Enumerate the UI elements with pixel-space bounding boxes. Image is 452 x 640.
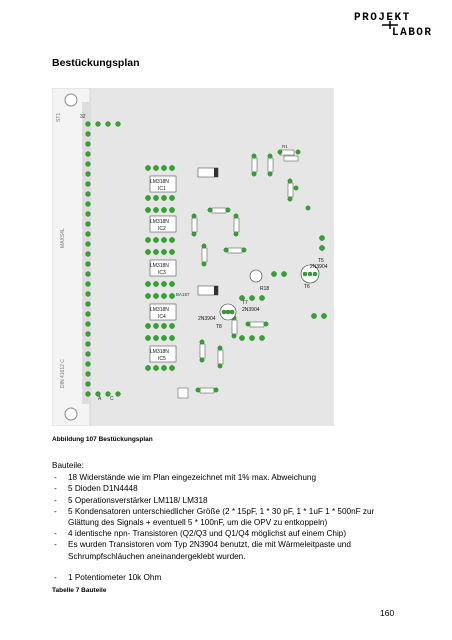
list-item: 5 Kondensatoren unterschiedlicher Größe … [52, 506, 404, 528]
list-item: 5 Operationsverstärker LM118/ LM318 [52, 495, 404, 506]
pcb-r1: R1 [282, 144, 288, 149]
list-item: Es wurden Transistoren vom Typ 2N3904 be… [52, 539, 404, 561]
pcb-t5-type: 2N3904 [310, 264, 328, 270]
pcb-ic5-type: LM318N [150, 349, 169, 355]
pcb-ic2-id: IC2 [158, 226, 166, 232]
pcb-r18: R18 [260, 286, 269, 292]
page-number: 160 [380, 608, 395, 618]
project-labor-logo: PROJEKT LABOR [354, 12, 433, 38]
parts-list: Bauteile: 18 Widerstände wie im Plan ein… [52, 460, 404, 583]
table-caption: Tabelle 7 Bauteile [52, 587, 107, 594]
pcb-t8-type: 2N3904 [198, 316, 216, 322]
pcb-pin32: 32 [80, 114, 86, 120]
pcb-ic5-id: IC5 [158, 356, 166, 362]
pcb-ic4-type: LM318N [150, 307, 169, 313]
pcb-a: A [98, 396, 102, 402]
pcb-t6: T6 [304, 284, 310, 290]
parts-items: 18 Widerstände wie im Plan eingezeichnet… [52, 472, 404, 583]
figure-caption: Abbildung 107 Bestückungsplan [52, 436, 153, 443]
pcb-ic2-type: LM318N [150, 219, 169, 225]
pcb-t7-type: 2N3904 [242, 307, 260, 313]
pcb-t8: T8 [216, 324, 222, 330]
pcb-c: C [110, 396, 114, 402]
pcb-placement-diagram: ST1 32 MAXS4L DIN 41612 C A C LM318N IC1… [52, 88, 334, 426]
pcb-maxs: MAXS4L [60, 228, 66, 248]
pcb-st1: ST1 [56, 113, 62, 122]
pcb-din: DIN 41612 C [60, 359, 66, 388]
logo-line1: PROJEKT [354, 12, 411, 24]
logo-line2: LABOR [392, 27, 433, 38]
list-item: 18 Widerstände wie im Plan eingezeichnet… [52, 472, 404, 483]
pcb-ic3-id: IC3 [158, 270, 166, 276]
section-heading: Bestückungsplan [52, 57, 140, 69]
pcb-ic1-id: IC1 [158, 186, 166, 192]
list-item: 5 Dioden D1N4448 [52, 483, 404, 494]
pcb-diode-label: BA157 [176, 292, 190, 297]
list-item: 1 Potentiometer 10k Ohm [52, 572, 404, 583]
pcb-t5: T5 [318, 258, 324, 264]
pcb-ic1-type: LM318N [150, 179, 169, 185]
pcb-ic4-id: IC4 [158, 314, 166, 320]
pcb-ic3-type: LM318N [150, 263, 169, 269]
parts-title: Bauteile: [52, 461, 84, 470]
pcb-t7: T7 [242, 300, 248, 306]
list-item: 4 identische npn- Transistoren (Q2/Q3 un… [52, 528, 404, 539]
